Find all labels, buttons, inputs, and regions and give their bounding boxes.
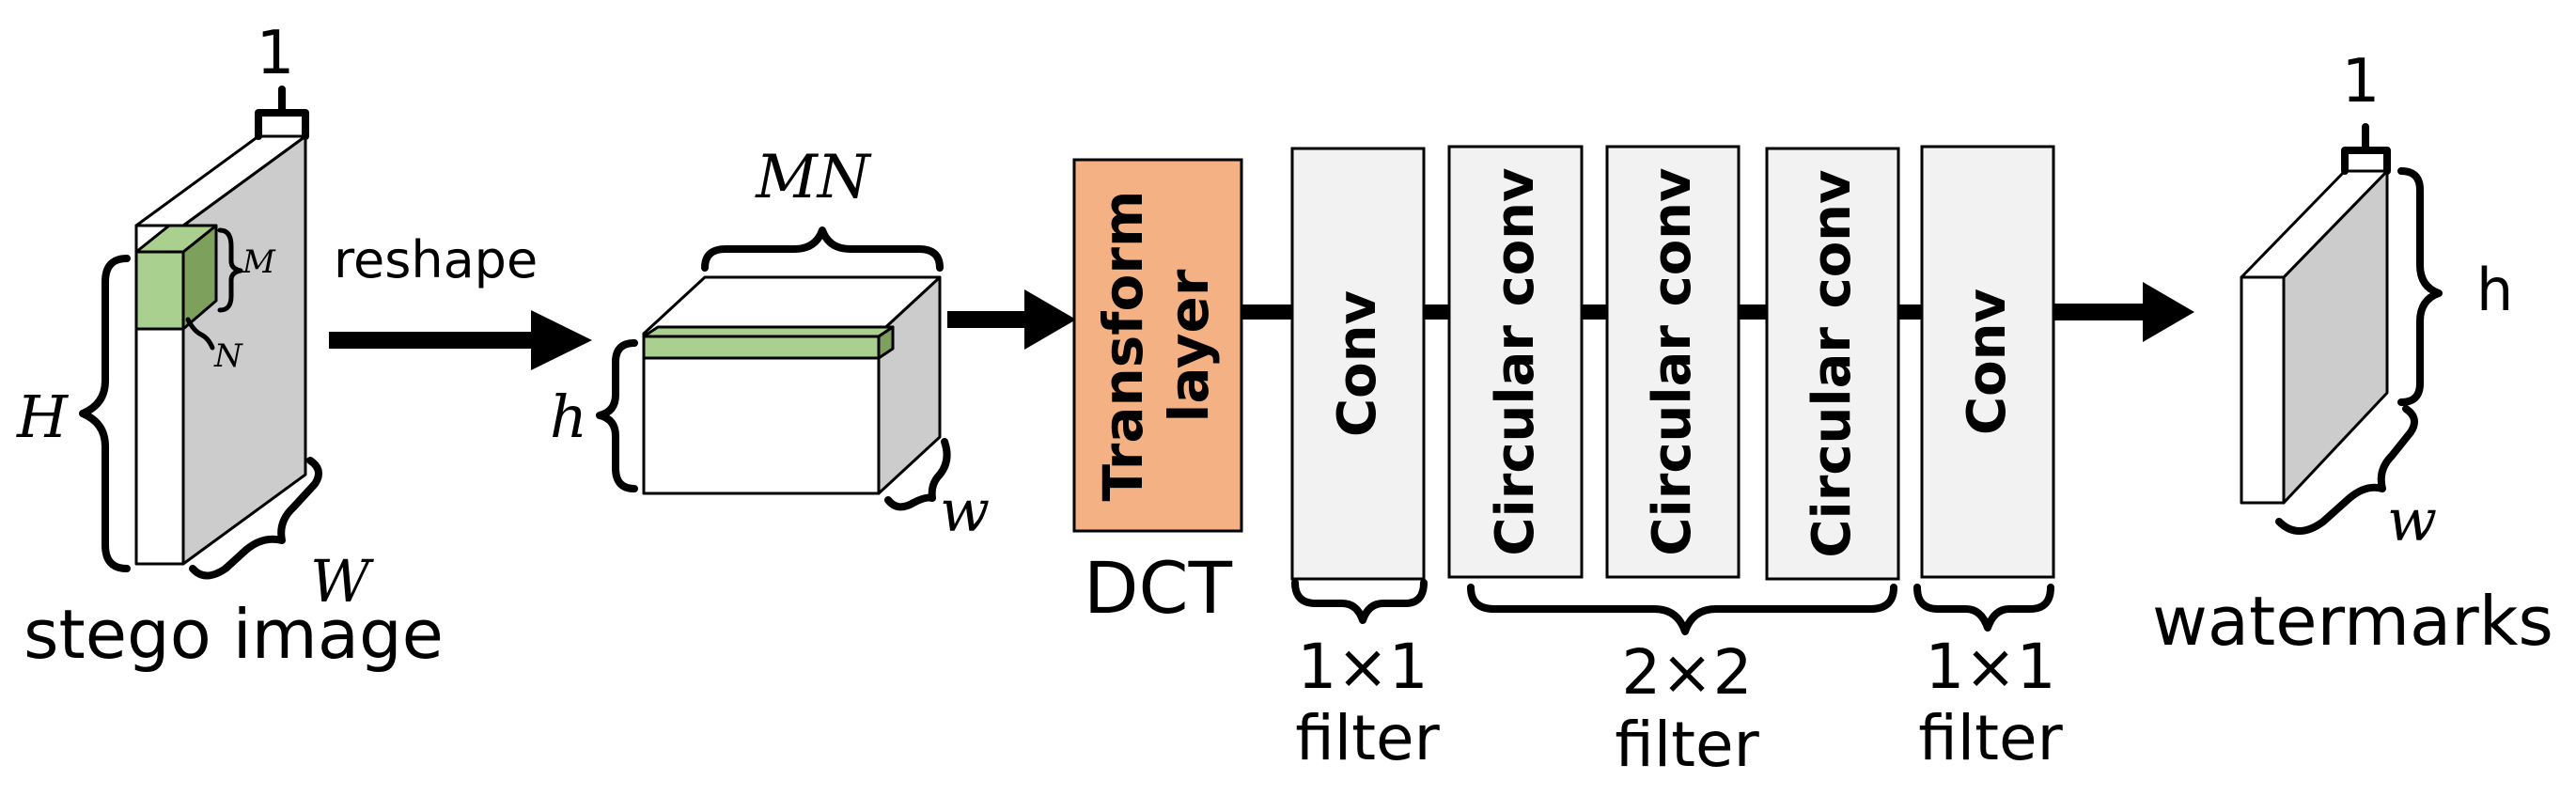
watermarks-volume (2240, 169, 2389, 505)
m-label: M (242, 243, 276, 281)
layer-circular-conv-2-label: Circular conv (1642, 167, 1703, 555)
n-label: N (213, 337, 243, 375)
filter-brace-3 (1913, 584, 2054, 632)
w-brace-reshaped (884, 438, 951, 511)
reshaped-row-front (642, 335, 881, 360)
w-brace-input (189, 457, 322, 580)
W-label: W (310, 547, 374, 616)
reshaped-front-face (642, 332, 881, 495)
filter-brace-2 (1467, 584, 1897, 635)
h-brace-reshaped (596, 339, 638, 492)
n-brace (185, 317, 215, 351)
w-label-reshaped: w (940, 476, 990, 545)
w-brace-output (2275, 405, 2418, 535)
layer-circular-conv-1: Circular conv (1447, 145, 1584, 579)
m-brace (217, 227, 243, 313)
watermarks-depth-bracket (2341, 123, 2391, 175)
stego-depth-bracket (255, 86, 309, 140)
stego-image-volume (134, 134, 307, 566)
layer-conv-1-label: Conv (1327, 290, 1388, 437)
h-label-reshaped: h (550, 382, 587, 451)
filter-brace-1 (1291, 579, 1428, 624)
transform-layer-label-line1: Transform (1091, 191, 1155, 502)
layer-circular-conv-2: Circular conv (1605, 145, 1741, 579)
watermarks-front-face (2240, 275, 2286, 505)
stego-block-front (134, 250, 185, 331)
layer-conv-2-box (1920, 145, 2055, 579)
watermarks-caption: watermarks (2152, 582, 2553, 661)
filter-3-size: 1×1 (1925, 631, 2055, 703)
input-arrow (947, 289, 1076, 350)
transform-layer-label-line2: layer (1157, 269, 1221, 422)
layer-conv-1-box (1290, 147, 1426, 581)
layer-conv-2-label: Conv (1957, 289, 2018, 435)
stego-image-caption: stego image (23, 595, 444, 674)
layer-conv-1: Conv (1290, 147, 1426, 581)
reshaped-volume (642, 275, 942, 495)
filter-1-size: 1×1 (1297, 631, 1428, 703)
layer-circular-conv-1-label: Circular conv (1485, 167, 1546, 555)
reshape-label: reshape (334, 230, 538, 289)
layer-circular-conv-1-box (1447, 145, 1584, 579)
filter-2-word: filter (1615, 709, 1759, 781)
filter-2-size: 2×2 (1621, 636, 1752, 709)
w-label-output: w (2387, 486, 2437, 554)
mn-brace (701, 226, 944, 272)
reshaped-row-side (877, 325, 895, 360)
layer-circular-conv-3-label: Circular conv (1802, 169, 1863, 557)
h-label-output: h (2476, 256, 2513, 324)
h-brace-output (2397, 167, 2443, 406)
transform-layer-block: Transform layer (1072, 158, 1243, 533)
layer-circular-conv-3: Circular conv (1765, 147, 1900, 581)
stego-depth-label: 1 (257, 19, 295, 88)
transform-layer-box (1072, 158, 1243, 533)
watermarks-depth-label: 1 (2342, 47, 2381, 117)
output-arrow (2053, 282, 2194, 342)
layer-circular-conv-2-box (1605, 145, 1741, 579)
reshape-arrow (329, 310, 592, 370)
MN-label: MN (755, 143, 872, 212)
H-label: H (16, 382, 70, 451)
layer-conv-2: Conv (1920, 145, 2055, 579)
h-brace-input (79, 255, 131, 572)
layer-circular-conv-3-box (1765, 147, 1900, 581)
dct-caption: DCT (1084, 546, 1233, 630)
filter-3-word: filter (1918, 702, 2063, 774)
filter-1-word: filter (1295, 702, 1440, 774)
